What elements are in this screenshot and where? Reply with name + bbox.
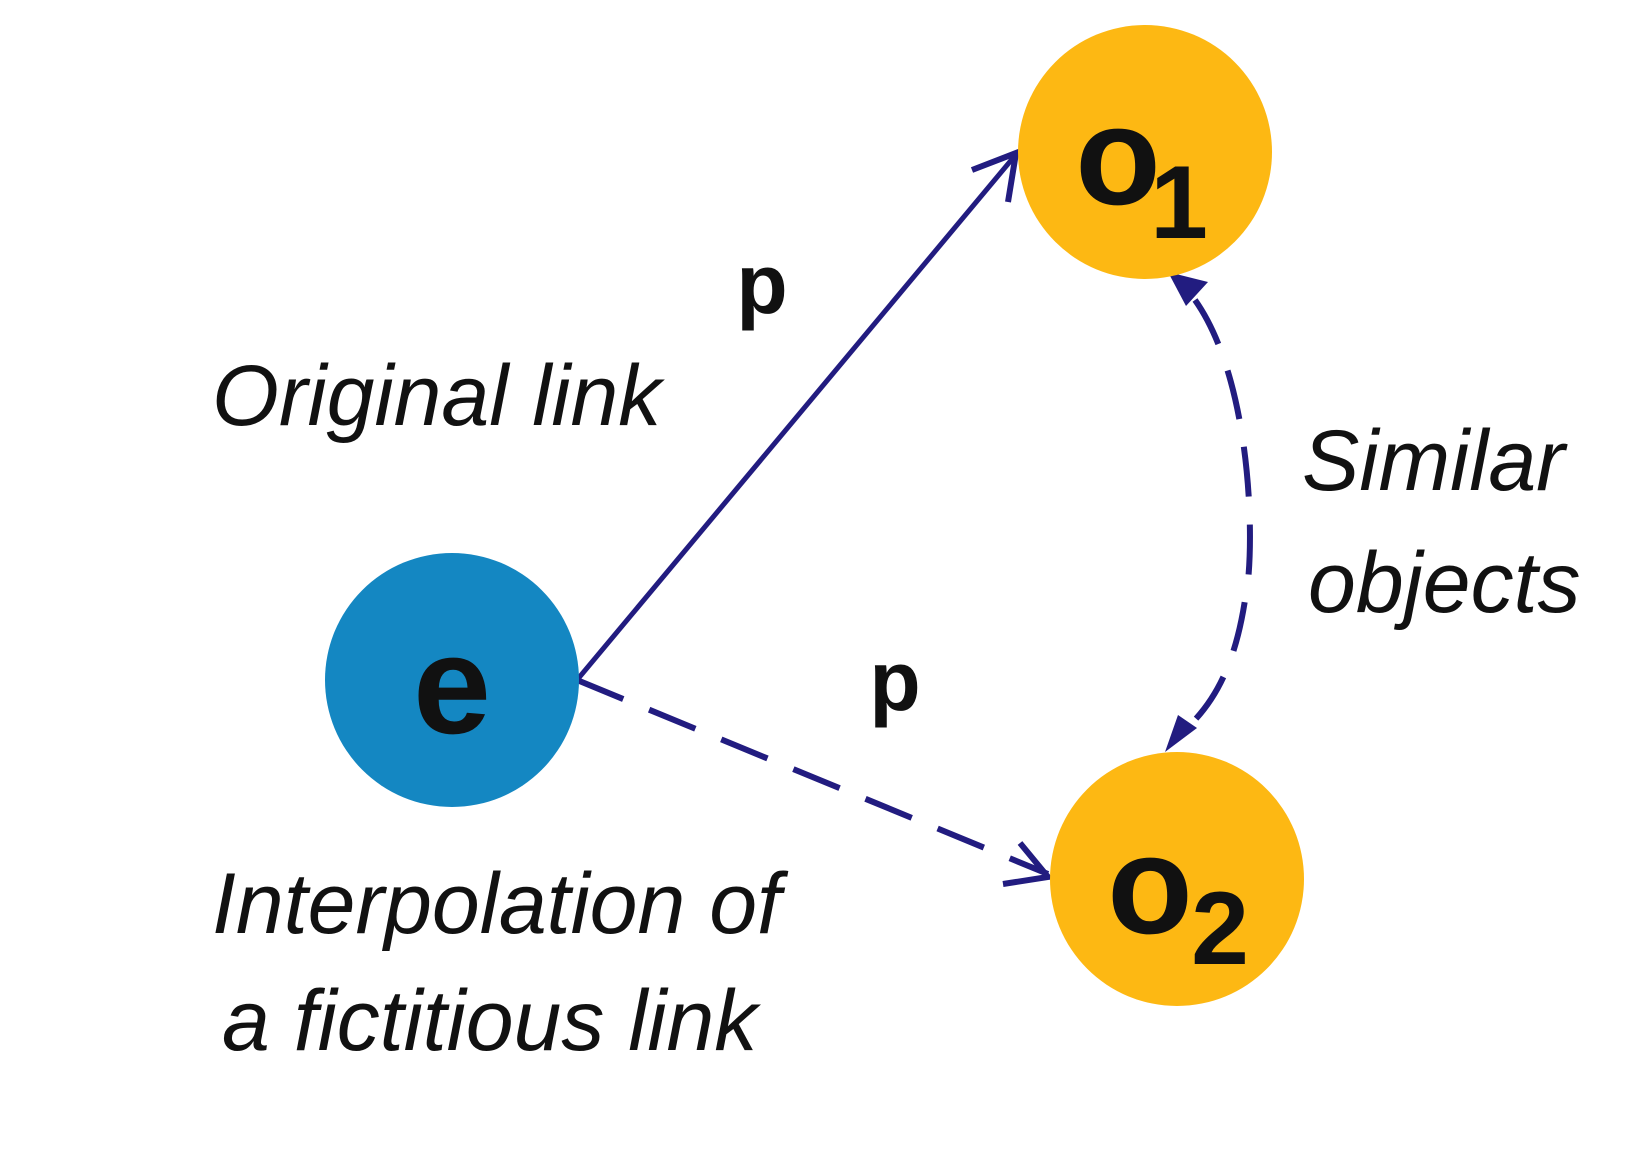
entity-node: e (325, 553, 579, 807)
fictitious-link-arrowhead (1002, 841, 1054, 887)
object-2-label: o (1107, 806, 1193, 963)
similar-objects-caption-line-2: objects (1308, 535, 1581, 631)
object-1-node: o 1 (1018, 25, 1272, 279)
fictitious-link-edge (575, 677, 1050, 877)
object-1-subscript: 1 (1150, 145, 1208, 261)
object-1-label: o (1075, 77, 1161, 234)
similarity-arrowhead-bottom (1165, 715, 1197, 752)
interpolation-caption-line-2: a fictitious link (222, 973, 761, 1069)
similarity-arrowhead-top (1168, 272, 1208, 306)
object-1-circle (1018, 25, 1272, 279)
entity-circle (325, 553, 579, 807)
entity-label: e (413, 606, 491, 763)
fictitious-link-predicate-label: p (869, 634, 920, 728)
original-link-edge (575, 156, 1015, 682)
original-link-arrowhead (970, 148, 1020, 203)
interpolation-caption-line-1: Interpolation of (212, 856, 789, 952)
similarity-edge (1187, 298, 1253, 728)
object-2-circle (1050, 752, 1304, 1006)
original-link-predicate-label: p (736, 237, 787, 331)
original-link-caption: Original link (212, 348, 665, 444)
similar-objects-caption-line-1: Similar (1302, 413, 1568, 509)
object-2-node: o 2 (1050, 752, 1304, 1006)
object-2-subscript: 2 (1191, 871, 1249, 987)
